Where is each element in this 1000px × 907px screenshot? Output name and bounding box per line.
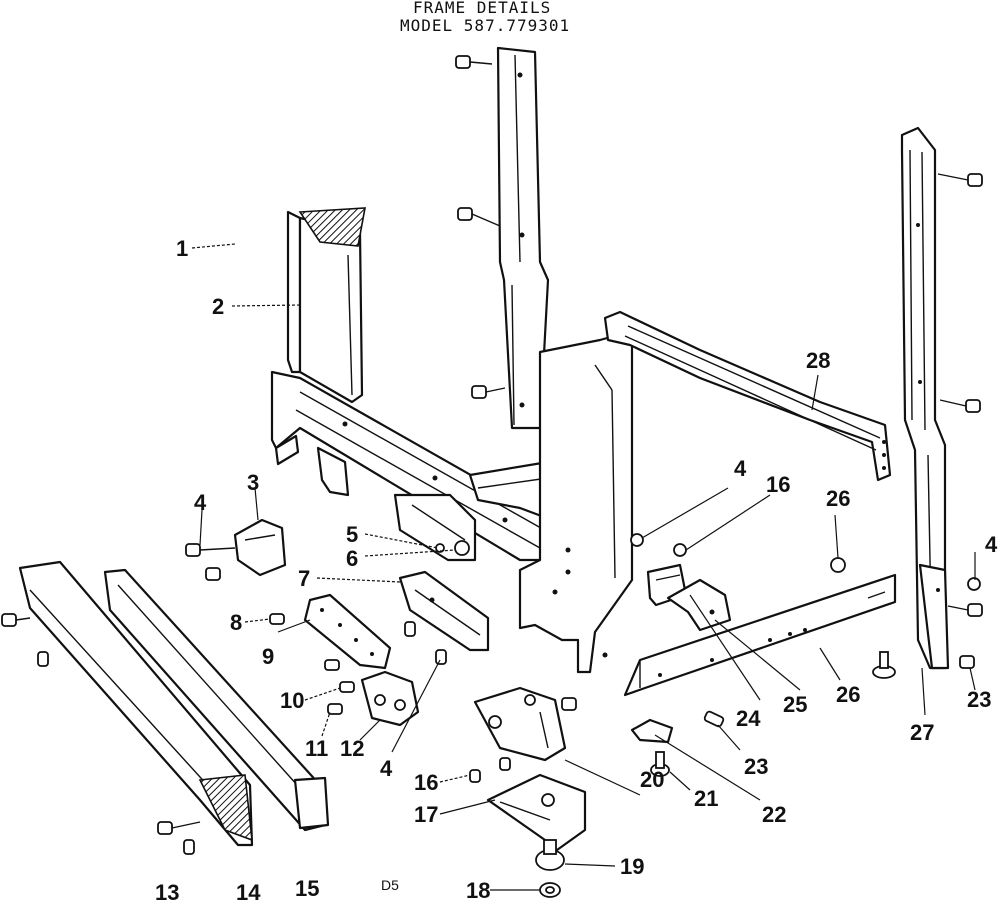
callout-4-center: 4 bbox=[734, 456, 747, 481]
right-post-screw-bottom-icon bbox=[959, 655, 975, 669]
callout-19: 19 bbox=[620, 854, 644, 879]
right-post-nut-icon bbox=[967, 577, 981, 591]
callout-8: 8 bbox=[230, 610, 242, 635]
rail-screw-13b-icon bbox=[183, 839, 195, 855]
plate-screw-vertical-icon bbox=[404, 621, 416, 637]
callout-23-middle: 23 bbox=[744, 754, 768, 779]
bracket-screw-lower-icon bbox=[205, 567, 221, 581]
left-base-rail-inner bbox=[103, 568, 330, 832]
callout-16-right: 16 bbox=[766, 472, 790, 497]
mounting-plate-9 bbox=[303, 593, 392, 670]
callout-26-bottom: 26 bbox=[836, 682, 860, 707]
inner-channel bbox=[393, 460, 554, 562]
right-post-screw-lower-icon bbox=[947, 603, 983, 617]
bracket-nut-4-icon bbox=[630, 533, 644, 547]
plate-screw-16-icon bbox=[469, 769, 481, 783]
leader-lines bbox=[191, 243, 976, 891]
base-rail bbox=[623, 573, 897, 697]
callout-15: 15 bbox=[295, 876, 319, 901]
callout-26-top: 26 bbox=[826, 486, 850, 511]
left-frame-leg bbox=[274, 434, 350, 497]
callout-3: 3 bbox=[247, 470, 259, 495]
callout-12: 12 bbox=[340, 736, 364, 761]
callout-25: 25 bbox=[783, 692, 807, 717]
callout-1: 1 bbox=[176, 236, 188, 261]
callout-9: 9 bbox=[262, 644, 274, 669]
latch-screw-10-icon bbox=[339, 681, 355, 693]
callout-5: 5 bbox=[346, 522, 358, 547]
main-cross-member bbox=[270, 370, 554, 562]
left-base-rail-outer bbox=[18, 560, 254, 847]
right-post-screw-top-icon bbox=[937, 173, 983, 187]
callout-22: 22 bbox=[762, 802, 786, 827]
diagram-title-line2: MODEL 587.779301 bbox=[400, 16, 570, 35]
post-screw-lower-icon bbox=[471, 385, 506, 399]
callout-2: 2 bbox=[212, 294, 224, 319]
callout-28: 28 bbox=[806, 348, 830, 373]
callout-6: 6 bbox=[346, 546, 358, 571]
callout-labels: 1 2 3 4 5 6 7 8 9 10 11 12 4 13 14 15 16… bbox=[155, 236, 998, 905]
bracket-screw-4-icon bbox=[185, 543, 236, 557]
hinge-screw-icon bbox=[561, 697, 577, 711]
latch-assembly-12 bbox=[360, 670, 420, 727]
bracket-nut-16-icon bbox=[673, 543, 687, 557]
callout-18-bottom: 18 bbox=[466, 878, 490, 903]
right-post-screw-middle-icon bbox=[939, 399, 981, 413]
washer-18-icon bbox=[539, 882, 561, 898]
rail-screw-13-icon bbox=[157, 821, 201, 835]
base-plate-17 bbox=[486, 773, 587, 857]
callout-16-left: 16 bbox=[414, 770, 438, 795]
callout-4-left: 4 bbox=[194, 490, 207, 515]
callout-10: 10 bbox=[280, 688, 304, 713]
callout-4-right: 4 bbox=[985, 532, 998, 557]
plate-screw-9b-icon bbox=[324, 659, 340, 671]
callout-4-lower: 4 bbox=[380, 756, 393, 781]
hinge-assembly-20 bbox=[473, 686, 567, 762]
top-rail bbox=[603, 310, 892, 482]
plate-screw-16b-icon bbox=[499, 757, 511, 771]
post-screw-middle-icon bbox=[457, 207, 501, 227]
clip-22-icon bbox=[630, 718, 674, 744]
latch-screw-4b-icon bbox=[435, 649, 447, 665]
callout-27: 27 bbox=[910, 720, 934, 745]
callout-24: 24 bbox=[736, 706, 761, 731]
callout-21: 21 bbox=[694, 786, 718, 811]
hinge-plate-7 bbox=[398, 570, 490, 652]
caster-19-icon bbox=[535, 839, 565, 871]
left-side-bracket bbox=[286, 207, 366, 404]
small-bracket-3 bbox=[233, 518, 287, 577]
rail-screw-left-icon bbox=[1, 613, 31, 627]
page-code: D5 bbox=[381, 877, 399, 893]
callout-20: 20 bbox=[640, 767, 664, 792]
screw-23-icon bbox=[703, 710, 725, 728]
rail-screw-left-lower-icon bbox=[37, 651, 49, 667]
callout-13: 13 bbox=[155, 880, 179, 905]
callout-17: 17 bbox=[414, 802, 438, 827]
callout-23-right: 23 bbox=[967, 687, 991, 712]
latch-screw-11-icon bbox=[327, 703, 343, 715]
leveling-foot-icon bbox=[872, 651, 896, 679]
callout-14: 14 bbox=[236, 880, 261, 905]
callout-7: 7 bbox=[298, 566, 310, 591]
post-screw-top-icon bbox=[455, 55, 493, 69]
right-vertical-post bbox=[900, 126, 950, 670]
hinge-bracket-25 bbox=[666, 578, 732, 632]
plate-screw-8-icon bbox=[269, 613, 285, 625]
diagram-title-line1: FRAME DETAILS bbox=[413, 0, 551, 17]
foot-21-icon bbox=[650, 751, 670, 777]
callout-11: 11 bbox=[305, 736, 328, 761]
spring-6-icon bbox=[435, 540, 470, 556]
rail-nut-icon bbox=[830, 557, 846, 573]
